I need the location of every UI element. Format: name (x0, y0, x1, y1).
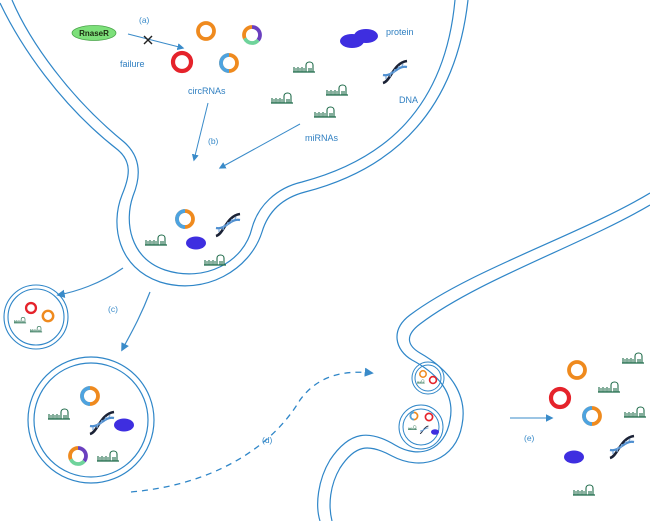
dna-label: DNA (399, 95, 418, 105)
circrna-ring-icon (68, 446, 88, 466)
mirna-hairpin-icon (416, 379, 425, 384)
protein-label: protein (386, 27, 414, 37)
internalized-exosome-upper (411, 361, 445, 395)
protein-blob-icon (186, 236, 206, 250)
dna-helix-icon (214, 212, 242, 238)
step-b-arrow-left (191, 102, 209, 162)
protein-blob-icon (114, 418, 134, 432)
circrna-ring-icon (219, 53, 239, 73)
mirna-hairpin-icon (29, 326, 43, 333)
dna-helix-icon (381, 59, 409, 85)
mirna-hairpin-icon (13, 317, 27, 324)
mirna-hairpin-icon (292, 61, 316, 73)
circrna-ring-icon (551, 389, 569, 407)
blocked-cross-icon (143, 35, 153, 45)
protein-blob-icon (431, 429, 439, 435)
circrna-ring-icon (24, 301, 38, 315)
mirna-hairpin-icon (96, 450, 120, 462)
mirna-hairpin-icon (270, 92, 294, 104)
digestion-arrow (127, 33, 185, 51)
circrna-ring-icon (582, 406, 602, 426)
recipient-cell-membrane (317, 192, 650, 521)
rnaser-label: RnaseR (79, 29, 109, 38)
mirna-hairpin-icon (313, 106, 337, 118)
step-a-label: (a) (139, 15, 150, 25)
circrna-ring-icon (419, 370, 427, 378)
mirna-hairpin-icon (47, 408, 71, 420)
circrna-ring-icon (409, 411, 419, 421)
circrna-ring-icon (173, 53, 191, 71)
protein-blob-icon (340, 29, 378, 48)
step-b-label: (b) (208, 136, 219, 146)
dna-helix-icon (88, 410, 116, 436)
mirna-hairpin-icon (597, 381, 621, 393)
step-e-label: (e) (524, 433, 535, 443)
protein-blob-icon (564, 450, 584, 464)
circrna-ring-icon (424, 412, 434, 422)
step-c-arrow-upper (56, 267, 124, 298)
mirna-hairpin-icon (203, 254, 227, 266)
circrna-ring-icon (242, 25, 262, 45)
dna-helix-icon (608, 434, 636, 460)
donor-cell-membrane (0, 0, 469, 287)
circrna-ring-icon (175, 209, 195, 229)
circrna-ring-icon (41, 309, 55, 323)
mirna-hairpin-icon (572, 484, 596, 496)
step-c-arrow-lower (121, 291, 151, 352)
circrna-ring-icon (80, 386, 100, 406)
mirna-hairpin-icon (325, 84, 349, 96)
circrna-ring-icon (428, 375, 438, 385)
mirna-hairpin-icon (407, 425, 418, 430)
step-c-label: (c) (108, 304, 118, 314)
circrna-ring-icon (567, 360, 587, 380)
step-b-arrow-right (218, 123, 301, 169)
mirna-hairpin-icon (144, 234, 168, 246)
mirnas-label: miRNAs (305, 133, 338, 143)
circrna-ring-icon (196, 21, 216, 41)
failure-label: failure (120, 59, 145, 69)
large-exosome (27, 356, 155, 484)
circrnas-label: circRNAs (188, 86, 226, 96)
released-cargo (551, 352, 647, 496)
mirna-hairpin-icon (621, 352, 645, 364)
internalized-exosome-lower (398, 404, 444, 450)
small-exosome (3, 284, 69, 350)
mirna-hairpin-icon (623, 406, 647, 418)
step-d-dashed-arrow (130, 367, 374, 493)
rnaser-enzyme: RnaseR (71, 25, 117, 41)
step-d-label: (d) (262, 435, 273, 445)
dna-helix-icon (419, 425, 429, 435)
